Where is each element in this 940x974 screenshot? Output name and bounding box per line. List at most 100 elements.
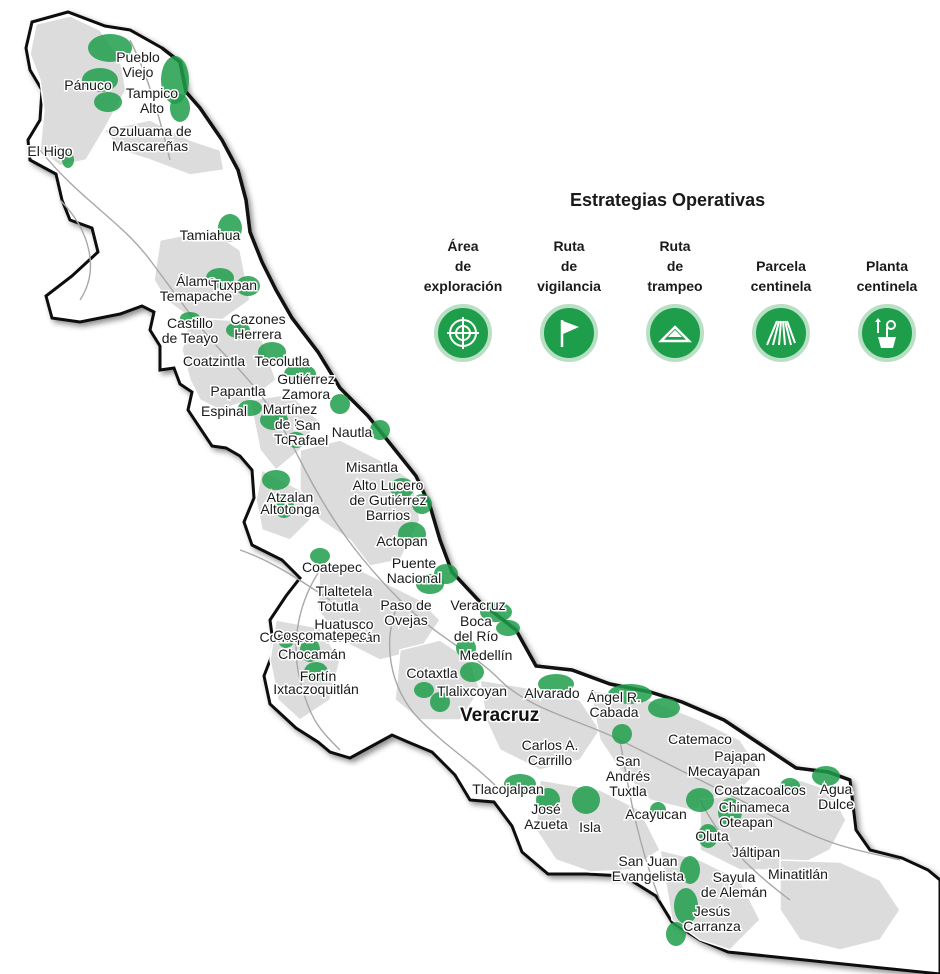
map-label-tlaltetela: Tlaltetela xyxy=(316,583,373,599)
map-label-tamiahua: Tamiahua xyxy=(180,227,241,243)
map-label-line: Nautla xyxy=(332,424,373,440)
map-label-line: Coatepec xyxy=(302,559,362,575)
map-label-tuxpan: Tuxpan xyxy=(211,277,257,293)
map-label-chinameca: Chinameca xyxy=(719,799,790,815)
map-label-line: Misantla xyxy=(346,459,398,475)
strategy-area xyxy=(236,276,260,296)
map-label-line: Viejo xyxy=(123,64,154,80)
map-label-line: Totutla xyxy=(317,598,358,614)
legend-label-line: de xyxy=(454,258,472,274)
road-network xyxy=(39,39,901,901)
strategy-area xyxy=(180,312,200,324)
map-label-line: de Alemán xyxy=(701,884,767,900)
map-label-line: Isla xyxy=(579,819,601,835)
strategy-area xyxy=(686,788,714,812)
map-label-line: Ixtaczoquitlán xyxy=(273,681,359,697)
map-label-coatzacoalcos: Coatzacoalcos xyxy=(714,782,806,798)
map-label-angel-r-cabada: Ángel R.Cabada xyxy=(587,689,641,720)
map-label-pajapan: Pajapan xyxy=(714,748,765,764)
map-label-line: Alto Lucero xyxy=(353,477,424,493)
strategy-area xyxy=(412,494,432,514)
map-label-line: Pueblo xyxy=(116,49,160,65)
map-label-line: Cabada xyxy=(589,704,638,720)
map-label-line: Dulce xyxy=(818,796,854,812)
map-label-line: Medellín xyxy=(460,647,513,663)
legend-label-line: de xyxy=(666,258,684,274)
map-label-tomatlan: Tomatlán xyxy=(324,629,381,645)
strategy-area xyxy=(286,432,306,448)
strategy-area xyxy=(456,638,476,658)
strategy-area xyxy=(414,682,434,698)
legend-label-line: Parcela xyxy=(756,258,806,274)
strategy-area xyxy=(398,522,426,546)
strategy-area xyxy=(674,888,698,924)
map-label-tlalixcoyan: Tlalixcoyan xyxy=(437,683,507,699)
strategy-area xyxy=(278,632,294,648)
strategy-area xyxy=(538,674,574,694)
map-label-line: de Teayo xyxy=(162,330,219,346)
map-label-fortin: Fortín xyxy=(300,668,337,684)
map-label-carlos-a-carrillo: Carlos A.Carrillo xyxy=(522,737,579,768)
map-label-line: Carranza xyxy=(683,918,741,934)
map-label-chocaman: Chocamán xyxy=(278,646,346,662)
strategy-area xyxy=(430,692,450,712)
map-label-line: Cazones xyxy=(230,311,285,327)
strategy-area xyxy=(496,620,520,636)
strategy-area xyxy=(226,322,250,338)
map-label-oteapan: Oteapan xyxy=(719,814,773,830)
map-label-line: Ángel R. xyxy=(587,689,641,705)
map-label-actopan: Actopan xyxy=(376,533,427,549)
map-label-line: José xyxy=(531,801,561,817)
strategy-area xyxy=(812,766,840,786)
strategy-area xyxy=(260,410,288,430)
strategy-area xyxy=(780,778,800,794)
map-label-coscomatepec: Coscomatepec xyxy=(273,627,366,643)
map-label-line: Evangelista xyxy=(612,868,685,884)
map-label-line: Mecayapan xyxy=(688,763,760,779)
map-label-line: Chocamán xyxy=(278,646,346,662)
map-label-tecolutla: Tecolutla xyxy=(254,353,309,369)
map-label-misantla: Misantla xyxy=(346,459,398,475)
trap-icon xyxy=(646,304,704,362)
map-label-huatusco: Huatusco xyxy=(314,616,373,632)
legend-label-line: de xyxy=(560,258,578,274)
map-label-papantla: Papantla xyxy=(210,383,265,399)
map-label-minatitlan: Minatitlán xyxy=(768,866,828,882)
strategy-area xyxy=(480,602,512,622)
map-label-line: Sayula xyxy=(713,869,756,885)
map-label-line: Coatzintla xyxy=(183,353,245,369)
map-label-line: Rafael xyxy=(288,432,328,448)
map-label-line: Paso de xyxy=(380,597,432,613)
strategy-area xyxy=(262,470,290,490)
map-label-line: Chinameca xyxy=(719,799,790,815)
map-label-totutla: Totutla xyxy=(317,598,358,614)
map-label-line: Catemaco xyxy=(668,731,732,747)
map-label-line: Tuxtla xyxy=(609,783,647,799)
map-label-line: Actopan xyxy=(376,533,427,549)
map-label-ixtaczoquitlan: Ixtaczoquitlán xyxy=(273,681,359,697)
map-label-line: Gutiérrez xyxy=(277,371,335,387)
map-label-line: El Higo xyxy=(27,143,72,159)
map-label-line: Cotaxtla xyxy=(406,665,458,681)
map-label-line: Alto xyxy=(140,100,164,116)
map-label-line: Jesús xyxy=(694,903,731,919)
map-label-alvarado: Alvarado xyxy=(524,685,579,701)
map-label-atzalan: Atzalan xyxy=(267,489,314,505)
map-label-line: Torre xyxy=(274,431,306,447)
map-label-line: Ovejas xyxy=(384,612,428,628)
strategy-area xyxy=(330,394,350,414)
map-label-line: Carrillo xyxy=(528,752,573,768)
map-label-line: Nacional xyxy=(387,570,441,586)
